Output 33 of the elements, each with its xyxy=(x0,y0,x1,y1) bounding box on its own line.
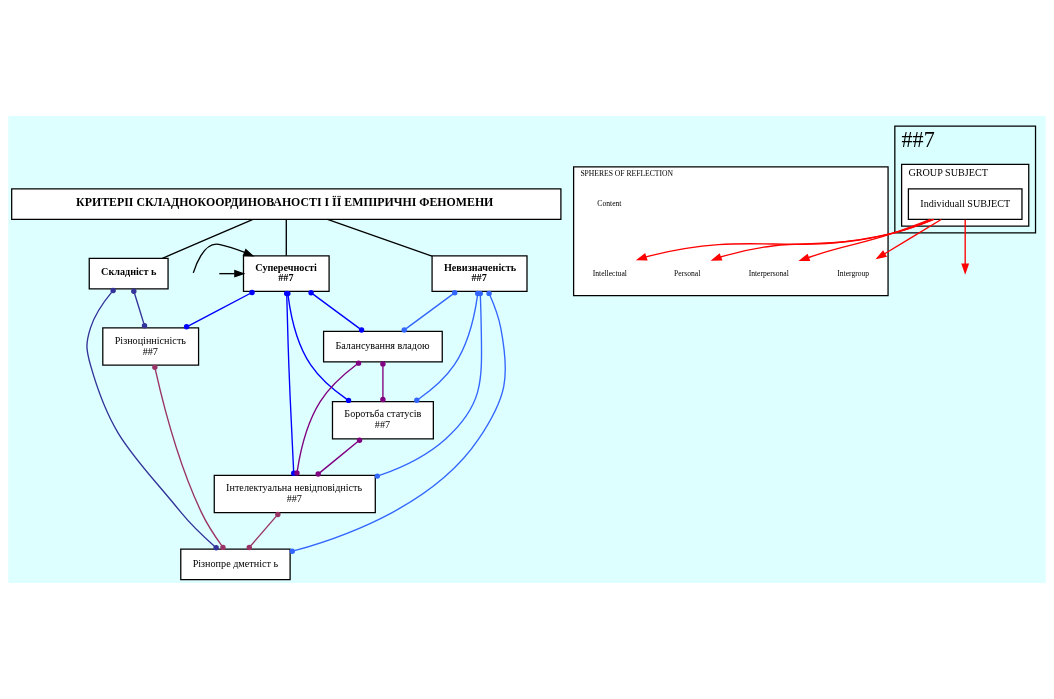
connector xyxy=(401,290,458,333)
connector xyxy=(294,360,362,476)
connector xyxy=(86,287,219,551)
node-text: Personal xyxy=(674,268,701,278)
connector xyxy=(161,218,254,259)
connector xyxy=(315,437,363,477)
connector xyxy=(246,511,281,551)
connector xyxy=(152,364,226,551)
node-box: Інтелектуальна невідповідність ##7 xyxy=(213,474,376,514)
node-text: Intergroup xyxy=(837,268,870,278)
node-box: Невизначеність ##7 xyxy=(431,255,528,293)
connector xyxy=(183,289,255,330)
node-box: Різноціннісність ##7 xyxy=(102,327,200,366)
arrow xyxy=(961,219,970,275)
arrow xyxy=(635,218,935,261)
node-text: Interpersonal xyxy=(748,268,789,278)
arrow xyxy=(710,218,934,261)
node-box: Individuall SUBJECT xyxy=(907,188,1023,221)
node-box: Суперечності ##7 xyxy=(242,255,330,293)
connector xyxy=(380,361,386,403)
connector xyxy=(326,218,433,257)
node-box: КРИТЕРІІ СКЛАДНОКООРДИНОВАНОСТІ І ЇЇ ЕМПІРИЧНІ ФЕНОМЕНИ xyxy=(11,188,562,221)
node-box: Різнопре дметніст ь xyxy=(180,548,291,581)
node-text: Content xyxy=(597,199,622,209)
arrow xyxy=(875,218,942,260)
node-box: Боротьба статусів ##7 xyxy=(331,401,434,440)
connector xyxy=(131,288,148,329)
connector xyxy=(285,219,287,257)
node-box: Балансування владою xyxy=(322,330,443,363)
node-text: Intellectual xyxy=(592,268,627,278)
node-box: Складніст ь xyxy=(88,257,169,290)
arrow xyxy=(798,218,931,262)
connector xyxy=(308,290,365,333)
